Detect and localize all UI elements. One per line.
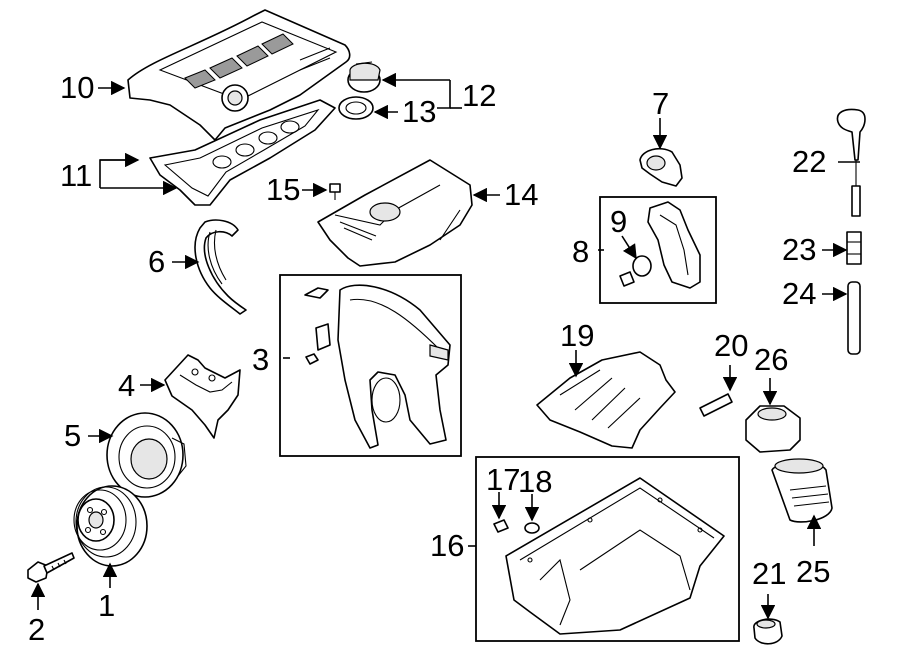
callout-4: 4 (118, 368, 135, 403)
oil-pickup-tube-part (699, 393, 733, 417)
pan-bolt-part (493, 519, 509, 533)
callout-3: 3 (252, 342, 269, 377)
sensor-part (639, 148, 683, 187)
oil-filler-cap-seal-part (338, 96, 374, 120)
dipstick-tube-seal-part (846, 231, 862, 265)
crank-pulley-part (73, 485, 148, 567)
dipstick-part (836, 108, 866, 217)
callout-15: 15 (266, 172, 300, 207)
callout-21: 21 (752, 556, 786, 591)
callout-7: 7 (652, 86, 669, 121)
callout-2: 2 (28, 612, 45, 647)
front-timing-cover-part (337, 284, 451, 449)
callout-14: 14 (504, 177, 538, 212)
bushing-part (619, 255, 652, 287)
callout-1: 1 (98, 588, 115, 623)
crank-bolt-part (27, 552, 75, 583)
dipstick-tube-part (847, 281, 861, 355)
oil-pan-part (505, 477, 725, 635)
callout-20: 20 (714, 328, 748, 363)
callout-10: 10 (60, 70, 94, 105)
valve-cover-gasket-part (149, 99, 336, 206)
callout-17: 17 (486, 462, 520, 497)
leader-lines (30, 72, 860, 620)
callout-18: 18 (518, 464, 552, 499)
callout-9: 9 (610, 204, 627, 239)
callout-19: 19 (560, 318, 594, 353)
sensor-bracket-part (647, 201, 701, 289)
oil-filter-housing-part (745, 405, 801, 453)
valve-cover-part (127, 9, 351, 141)
cover-bolt-part (329, 183, 341, 200)
timing-cover-screw-part (305, 353, 319, 365)
callout-22: 22 (792, 144, 826, 179)
timing-cover-clip-part (304, 287, 329, 299)
timing-belt-part (194, 219, 247, 315)
oil-filler-cap-part (347, 61, 381, 93)
drain-plug-part (753, 618, 783, 645)
callout-5: 5 (64, 418, 81, 453)
callout-13: 13 (402, 94, 436, 129)
oil-filter-part (771, 458, 833, 523)
callout-6: 6 (148, 244, 165, 279)
pan-washer-part (524, 522, 540, 534)
callout-12: 12 (462, 78, 496, 113)
engine-cover-part (317, 159, 473, 267)
callout-25: 25 (796, 554, 830, 589)
callout-26: 26 (754, 342, 788, 377)
callout-8: 8 (572, 234, 589, 269)
rear-timing-cover-part (164, 354, 241, 439)
callout-labels: 1 2 3 4 5 6 7 8 9 10 11 12 13 14 15 16 1… (28, 70, 830, 647)
callout-24: 24 (782, 276, 816, 311)
oil-baffle-part (536, 351, 676, 449)
crank-damper-part (106, 412, 187, 498)
callout-11: 11 (60, 158, 92, 193)
callout-23: 23 (782, 232, 816, 267)
timing-cover-bracket-part (315, 323, 331, 351)
oil-pan-box (475, 456, 740, 642)
callout-16: 16 (430, 528, 464, 563)
timing-cover-box (279, 274, 462, 457)
